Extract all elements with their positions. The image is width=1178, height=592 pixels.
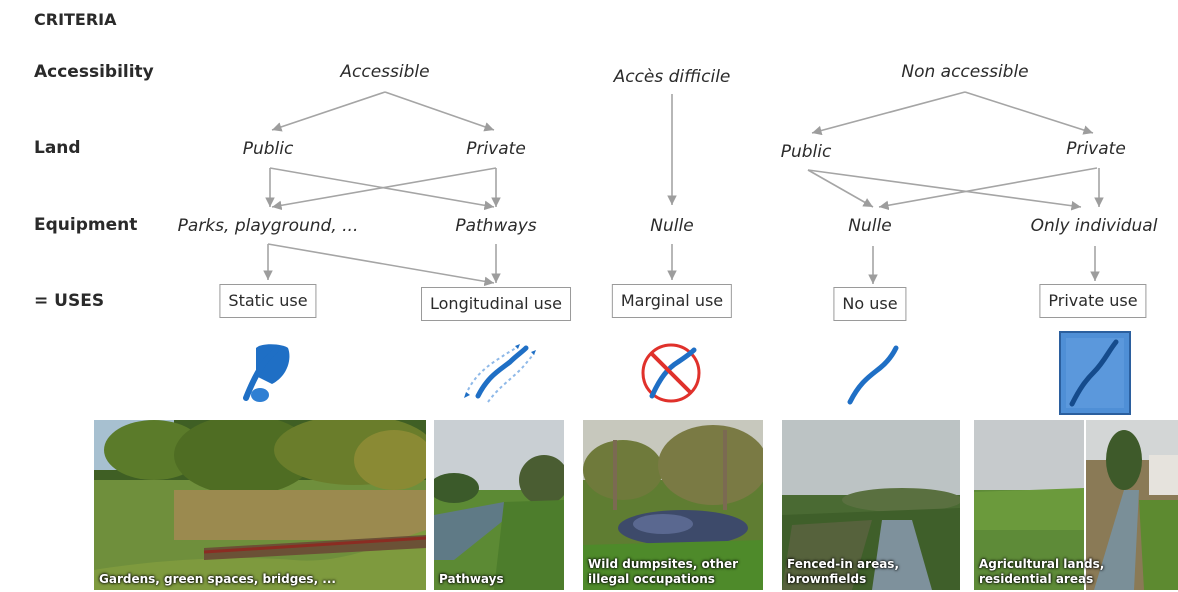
caption-gardens: Gardens, green spaces, bridges, ... — [99, 572, 336, 586]
node-non-accessible: Non accessible — [901, 62, 1029, 82]
node-nulle-1: Nulle — [650, 216, 694, 236]
photo-gardens: Gardens, green spaces, bridges, ... — [94, 420, 426, 590]
node-acces-difficile: Accès difficile — [613, 67, 731, 87]
use-marginal: Marginal use — [611, 284, 733, 318]
private-use-icon — [1059, 331, 1131, 415]
caption-dumpsites: Wild dumpsites, other illegal occupation… — [588, 557, 739, 586]
row-label-equipment: Equipment — [34, 215, 138, 235]
marginal-use-icon — [641, 343, 701, 403]
node-public-1: Public — [242, 139, 294, 159]
row-label-accessibility: Accessibility — [34, 62, 154, 82]
node-private-1: Private — [466, 139, 526, 159]
node-parks: Parks, playground, ... — [177, 216, 359, 236]
use-longitudinal: Longitudinal use — [421, 287, 571, 321]
caption-pathways: Pathways — [439, 572, 504, 586]
row-label-uses: = USES — [34, 291, 105, 311]
criteria-header: CRITERIA — [34, 10, 117, 29]
longitudinal-use-icon — [464, 344, 536, 403]
no-use-icon — [847, 345, 899, 405]
photo-fenced: Fenced-in areas, brownfields — [782, 420, 960, 590]
caption-agricultural: Agricultural lands, residential areas — [979, 557, 1105, 586]
node-nulle-2: Nulle — [848, 216, 892, 236]
use-static: Static use — [219, 284, 317, 318]
photo-pathways: Pathways — [434, 420, 564, 590]
node-private-2: Private — [1066, 139, 1126, 159]
node-only-individual: Only individual — [1030, 216, 1158, 236]
photo-dumpsites: Wild dumpsites, other illegal occupation… — [583, 420, 763, 590]
static-use-icon — [243, 344, 290, 402]
use-private: Private use — [1039, 284, 1147, 318]
node-accessible: Accessible — [340, 62, 430, 82]
use-no-use: No use — [833, 287, 907, 321]
node-pathways: Pathways — [455, 216, 537, 236]
row-label-land: Land — [34, 138, 81, 158]
caption-fenced: Fenced-in areas, brownfields — [787, 557, 900, 586]
photo-agricultural: Agricultural lands, residential areas — [974, 420, 1178, 590]
node-public-2: Public — [780, 142, 832, 162]
